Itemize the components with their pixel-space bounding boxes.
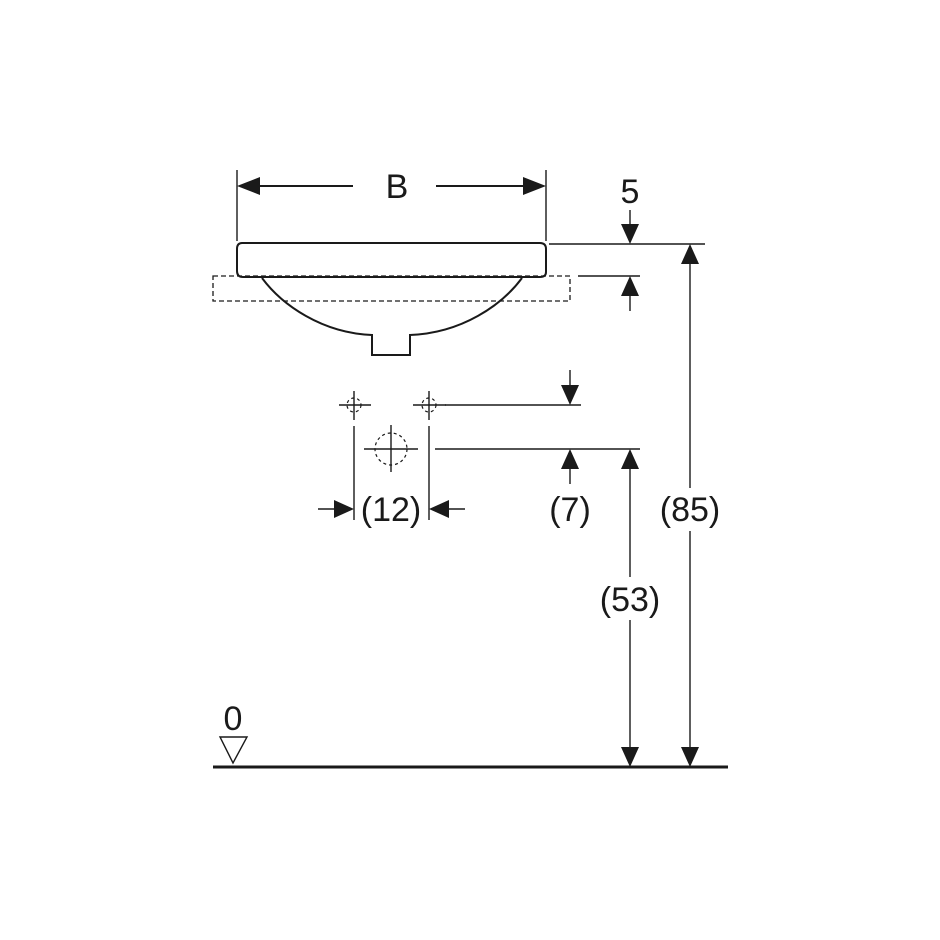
countertop-dashed — [212, 275, 571, 302]
tap-hole-right — [413, 391, 446, 420]
overall-height-dimension: (85) — [660, 244, 720, 767]
hole-offset-label: (7) — [549, 491, 591, 529]
washbasin-outline — [236, 242, 547, 356]
width-label: B — [386, 168, 409, 206]
hole-spacing-dimension: (12) — [318, 426, 465, 529]
tap-hole-left — [339, 391, 371, 420]
outlet-height-label: (53) — [600, 581, 660, 619]
hole-spacing-label: (12) — [361, 491, 421, 529]
rim-thickness-label: 5 — [621, 173, 640, 211]
overall-height-label: (85) — [660, 491, 720, 529]
width-dimension: B — [236, 168, 547, 241]
floor-level-marker — [218, 736, 249, 765]
hole-offset-dimension: (7) — [435, 370, 640, 529]
outlet-height-dimension: (53) — [600, 449, 660, 767]
rim-thickness-dimension: 5 — [549, 173, 705, 311]
floor-level-label: 0 — [224, 700, 243, 738]
floor-reference: 0 — [213, 700, 728, 769]
tap-hole-center — [364, 425, 418, 472]
